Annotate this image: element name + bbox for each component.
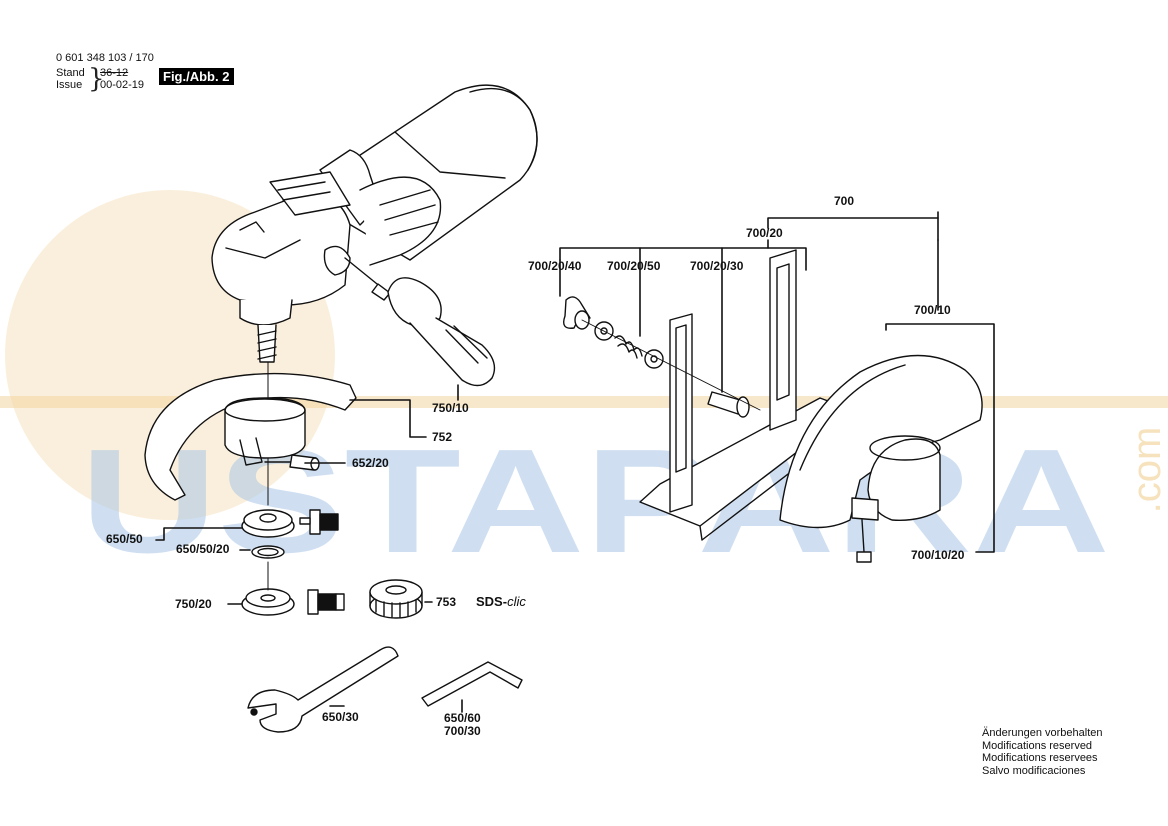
modifications-notice: Änderungen vorbehalten Modifications res… [982, 727, 1102, 777]
callout-700-20: 700/20 [746, 226, 783, 240]
callout-753: 753 [436, 595, 457, 609]
clamping-nut [241, 561, 295, 616]
stand-label: Stand [56, 67, 85, 79]
issue-value: 00-02-19 [100, 79, 145, 91]
callout-700-30: 700/30 [444, 724, 481, 738]
clamp-screw [264, 454, 320, 471]
brace-symbol: } [88, 64, 105, 94]
callout-700-20-50: 700/20/50 [607, 259, 661, 273]
callout-650-60: 650/60 [444, 711, 481, 725]
callout-700: 700 [834, 194, 855, 208]
callout-700-20-30: 700/20/30 [690, 259, 744, 273]
leader-lines [155, 211, 995, 713]
hex-key [421, 661, 523, 707]
pin-spanner [247, 646, 399, 733]
extraction-hood [779, 354, 983, 563]
wheel-guard [144, 372, 357, 501]
note-es: Salvo modificaciones [982, 764, 1086, 777]
callout-650-30: 650/30 [322, 710, 359, 724]
quick-clamp-nut [369, 579, 423, 619]
wing-nut [562, 296, 591, 330]
sds-prefix: SDS- [476, 594, 508, 609]
note-fr: Modifications reservees [982, 752, 1098, 764]
note-en: Modifications reserved [982, 739, 1093, 752]
callout-752: 752 [432, 430, 453, 444]
callout-700-10: 700/10 [914, 303, 951, 317]
callout-650-50: 650/50 [106, 532, 143, 546]
callout-700-20-40: 700/20/40 [528, 259, 582, 273]
mounting-flange [241, 361, 295, 559]
grinder-body [211, 84, 538, 363]
callout-750-10: 750/10 [432, 401, 469, 415]
nut-symbol-lower [307, 589, 345, 615]
sds-clic-logo: SDS-clic [476, 594, 526, 609]
callout-700-10-20: 700/10/20 [911, 548, 965, 562]
part-number: 0 601 348 103 / 170 [56, 52, 154, 64]
side-handle [344, 257, 496, 387]
cutting-guide-frame [639, 249, 853, 541]
sds-suffix: clic [507, 594, 526, 609]
figure-label: Fig./Abb. 2 [159, 68, 235, 85]
issue-label: Issue [56, 79, 83, 91]
carriage-bolt [707, 391, 750, 418]
assembly-axis-line [581, 319, 761, 411]
watermark-suffix: .com [1125, 427, 1168, 514]
callout-750-20: 750/20 [175, 597, 212, 611]
nut-symbol-upper [299, 509, 339, 535]
washer-lower [644, 349, 664, 369]
note-de: Änderungen vorbehalten [982, 727, 1103, 739]
compression-spring [614, 335, 643, 359]
callout-652-20: 652/20 [352, 456, 389, 470]
stand-value: 36-12 [100, 67, 129, 79]
callout-650-50-20: 650/50/20 [176, 542, 230, 556]
